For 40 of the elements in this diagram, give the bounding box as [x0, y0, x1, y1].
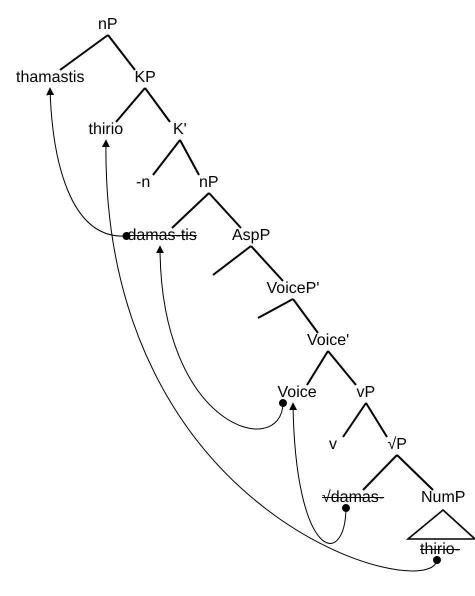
- tree-node-label: K': [173, 121, 187, 139]
- tree-branch: [208, 192, 242, 229]
- tree-branch: [171, 192, 210, 229]
- tree-branch: [342, 402, 367, 438]
- tree-node-label: thirio-: [420, 541, 460, 559]
- tree-branch: [306, 350, 329, 386]
- tree-node-label: Voice': [307, 332, 350, 350]
- tree-branch: [115, 87, 146, 123]
- tree-node-label: AspP: [232, 227, 270, 245]
- tree-branch: [258, 298, 294, 319]
- tree-node-label: NumP: [421, 489, 466, 507]
- tree-branch: [396, 454, 434, 491]
- tree-node-label: Voice: [278, 384, 317, 402]
- tree-branch: [59, 34, 109, 71]
- tree-node-label: v: [329, 436, 337, 454]
- tree-node-label: VoiceP': [266, 280, 320, 298]
- tree-branch: [152, 139, 181, 176]
- tree-node-label: √damas-: [322, 489, 384, 507]
- tree-branch: [144, 87, 171, 123]
- tree-node-label: thamastis: [16, 69, 84, 87]
- tree-node-label: nP: [199, 174, 219, 192]
- tree-node-label: KP: [134, 69, 156, 87]
- tree-branch: [365, 402, 388, 438]
- movement-arrow: [156, 245, 287, 430]
- tree-node-label: thirio: [88, 121, 124, 139]
- tree-node-label: damas-tis: [128, 227, 197, 245]
- tree-node-label: vP: [356, 384, 376, 402]
- tree-node-label: -n: [136, 174, 150, 192]
- tree-branch: [292, 298, 319, 334]
- movement-arrow: [289, 402, 350, 544]
- tree-node-label: √P: [388, 436, 407, 454]
- movement-arrow: [102, 139, 441, 572]
- tree-node-label: nP: [98, 16, 118, 34]
- tree-branch: [250, 245, 284, 282]
- movement-arrow: [46, 87, 130, 240]
- tree-branch: [362, 454, 398, 491]
- tree-branch: [179, 140, 200, 176]
- tree-branch: [212, 245, 252, 276]
- tree-branch: [327, 350, 357, 386]
- tree-branch: [107, 34, 136, 71]
